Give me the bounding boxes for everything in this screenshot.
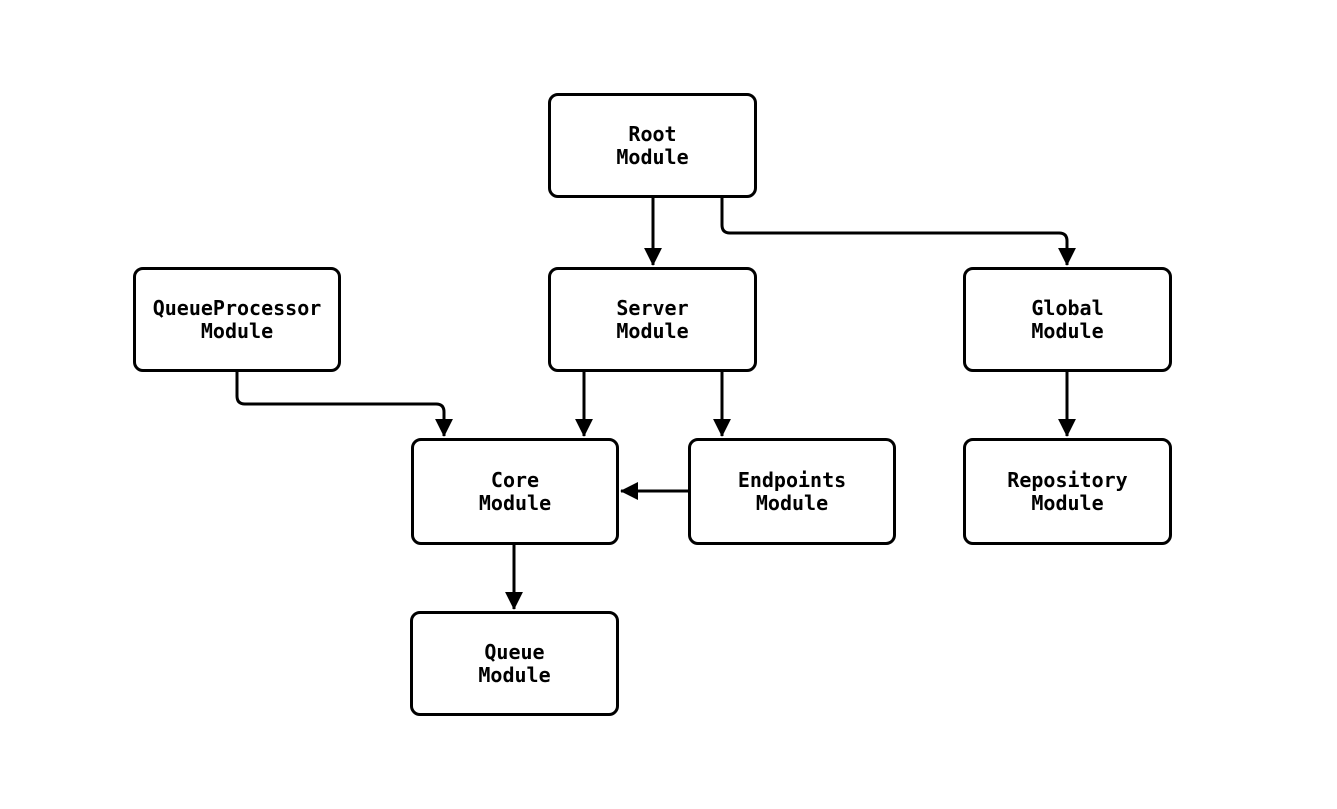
node-global-module-label: Global Module <box>1031 295 1104 343</box>
node-root-module-label: Root Module <box>616 121 689 169</box>
node-global-module: Global Module <box>963 267 1172 372</box>
node-server-module: Server Module <box>548 267 757 372</box>
node-core-module: Core Module <box>411 438 619 545</box>
node-queueprocessor-module-label: QueueProcessor Module <box>152 295 322 343</box>
node-queueprocessor-module: QueueProcessor Module <box>133 267 341 372</box>
node-endpoints-module: Endpoints Module <box>688 438 896 545</box>
node-endpoints-module-label: Endpoints Module <box>737 467 847 515</box>
node-repository-module-label: Repository Module <box>1007 467 1128 515</box>
edge-root-to-global-arrow <box>720 198 1076 266</box>
node-queue-module-label: Queue Module <box>478 639 551 687</box>
edge-queueprocessor-to-core-arrow <box>235 372 453 437</box>
node-queue-module: Queue Module <box>410 611 619 716</box>
node-core-module-label: Core Module <box>478 467 552 515</box>
node-root-module: Root Module <box>548 93 757 198</box>
node-repository-module: Repository Module <box>963 438 1172 545</box>
node-server-module-label: Server Module <box>616 295 689 343</box>
